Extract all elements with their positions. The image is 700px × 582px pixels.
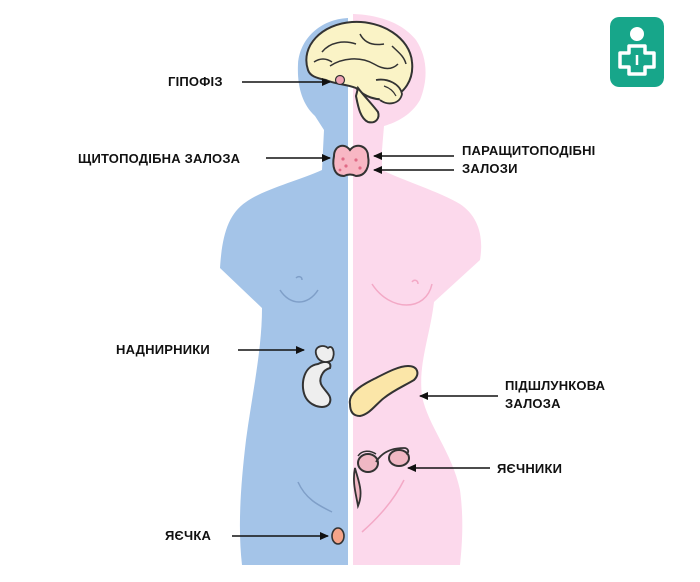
female-groin-line <box>361 479 405 533</box>
male-groin-line <box>297 481 333 513</box>
testis <box>331 527 345 545</box>
pituitary-gland <box>334 74 346 86</box>
male-nipple-mark <box>295 275 303 281</box>
label-pancreas: ПІДШЛУНКОВА ЗАЛОЗА <box>505 377 605 413</box>
label-ovaries: ЯЄЧНИКИ <box>497 461 563 476</box>
adrenal-gland <box>301 345 335 408</box>
label-thyroid: ЩИТОПОДІБНА ЗАЛОЗА <box>78 151 241 166</box>
female-nipple-mark <box>411 279 419 285</box>
label-pancreas-line1: ПІДШЛУНКОВА <box>505 378 606 393</box>
female-breast-line <box>371 283 433 306</box>
male-body-half <box>220 18 350 565</box>
medical-cross-person-icon <box>610 17 664 87</box>
label-testes: ЯЄЧКА <box>165 528 212 543</box>
female-body-half <box>350 14 482 565</box>
thyroid-gland <box>332 144 370 178</box>
male-chest-line <box>279 289 319 303</box>
label-parathyroid: ПАРАЩИТОПОДІБНІ ЗАЛОЗИ <box>462 142 595 178</box>
pancreas <box>348 364 419 418</box>
label-pituitary: ГІПОФІЗ <box>168 74 223 89</box>
ovaries-uterus <box>353 447 410 510</box>
label-parathyroid-line1: ПАРАЩИТОПОДІБНІ <box>462 143 596 158</box>
label-pancreas-line2: ЗАЛОЗА <box>505 396 561 411</box>
label-adrenals: НАДНИРНИКИ <box>116 342 210 357</box>
label-parathyroid-line2: ЗАЛОЗИ <box>462 161 518 176</box>
center-divider <box>348 10 353 570</box>
brain <box>305 20 414 124</box>
